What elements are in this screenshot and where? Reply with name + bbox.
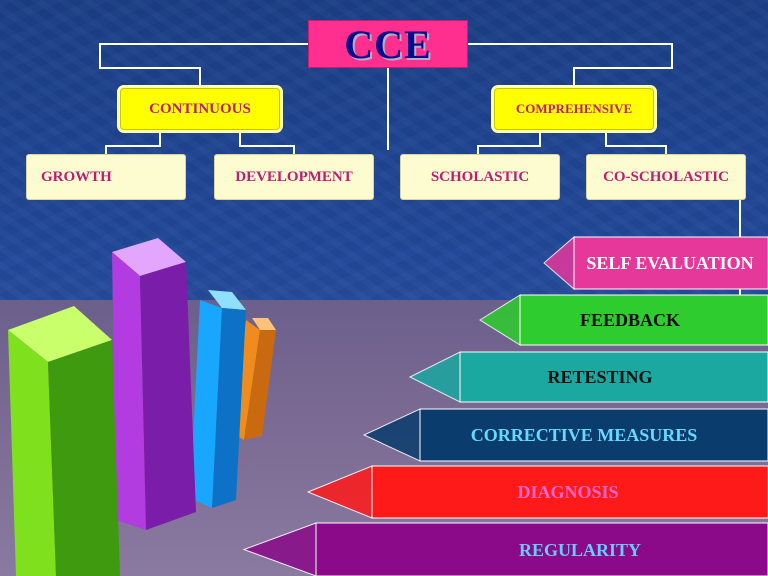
- comprehensive-node: COMPREHENSIVE: [494, 88, 654, 130]
- co-scholastic-node: CO-SCHOLASTIC: [586, 154, 746, 200]
- diagnosis-label: DIAGNOSIS: [517, 482, 619, 502]
- regularity-arrow-tip: [242, 522, 317, 576]
- retesting-arrow-tip: [408, 351, 461, 403]
- feedback-label: FEEDBACK: [579, 310, 680, 330]
- growth-label: GROWTH: [41, 168, 112, 185]
- self-evaluation-strip: [573, 236, 768, 290]
- title-node: CCE: [308, 20, 468, 68]
- scholastic-node: SCHOLASTIC: [400, 154, 560, 200]
- corrective-measures-label: CORRECTIVE MEASURES: [470, 425, 698, 445]
- corrective-measures-arrow-tip: [362, 408, 421, 462]
- scholastic-label: SCHOLASTIC: [430, 168, 530, 185]
- regularity-label: REGULARITY: [518, 539, 642, 560]
- feedback-strip: [519, 294, 768, 346]
- development-node: DEVELOPMENT: [214, 154, 374, 200]
- regularity-strip: [315, 522, 768, 576]
- comprehensive-label: COMPREHENSIVE: [515, 101, 633, 116]
- continuous-label: CONTINUOUS: [149, 100, 251, 117]
- diagnosis-strip: [371, 465, 768, 519]
- growth-node: GROWTH: [26, 154, 186, 200]
- diagnosis-arrow-tip: [306, 465, 373, 519]
- retesting-label: RETESTING: [547, 367, 653, 387]
- continuous-node: CONTINUOUS: [120, 88, 280, 130]
- green-bar: [8, 306, 120, 576]
- corrective-measures-strip: [419, 408, 768, 462]
- development-label: DEVELOPMENT: [235, 168, 353, 185]
- purple-bar: [112, 238, 196, 530]
- title-text: CCE: [344, 21, 432, 67]
- blue-bar: [190, 290, 246, 508]
- co-scholastic-label: CO-SCHOLASTIC: [603, 168, 729, 185]
- self-evaluation-label: SELF EVALUATION: [586, 253, 754, 273]
- retesting-strip: [459, 351, 768, 403]
